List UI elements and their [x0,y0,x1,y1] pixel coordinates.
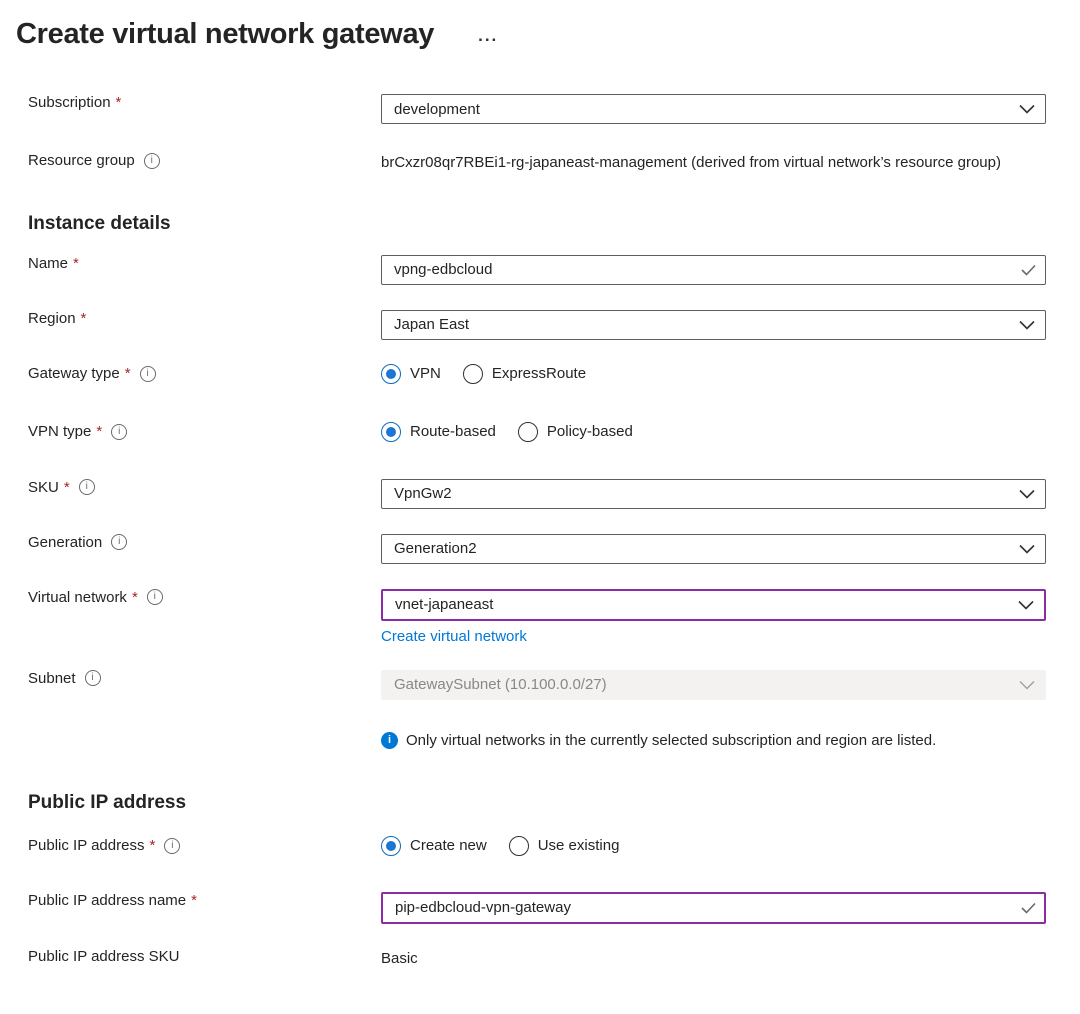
public-ip-row: Public IP address * i Create new Use exi… [28,832,1046,860]
info-icon[interactable]: i [139,365,156,382]
virtual-network-select[interactable]: vnet-japaneast [381,588,1046,621]
sku-row: SKU * i VpnGw2 [28,478,1046,509]
info-icon[interactable]: i [78,479,95,495]
public-ip-name-row: Public IP address name * [28,891,1046,924]
more-actions-button[interactable]: ... [474,16,502,56]
subscription-label: Subscription * [28,94,122,111]
region-value: Japan East [394,316,470,333]
valid-check-icon [1021,902,1036,914]
generation-row: Generation i Generation2 [28,533,1046,564]
virtual-network-label: Virtual network * i [28,589,381,606]
generation-select[interactable]: Generation2 [381,533,1046,564]
resource-group-value: brCxzr08qr7RBEi1-rg-japaneast-management… [381,154,1001,171]
public-ip-sku-row: Public IP address SKU Basic [28,948,1046,970]
info-icon[interactable]: i [164,837,181,854]
required-marker: * [115,94,122,111]
create-vnet-gateway-page: Create virtual network gateway ... Subsc… [16,14,1046,970]
sku-select[interactable]: VpnGw2 [381,478,1046,509]
public-ip-sku-label: Public IP address SKU [28,947,180,965]
chevron-down-icon [1019,320,1035,330]
required-marker: * [124,364,131,382]
info-icon[interactable]: i [84,670,101,686]
vpn-type-option-policy-based[interactable]: Policy-based [517,421,633,442]
subscription-select[interactable]: development [381,94,1046,124]
public-ip-heading: Public IP address [28,791,187,813]
subscription-row: Subscription * development [28,94,1046,124]
vpn-type-label: VPN type * i [28,418,381,446]
info-filled-icon: i [381,731,398,749]
subnet-select: GatewaySubnet (10.100.0.0/27) [381,669,1046,700]
create-virtual-network-link[interactable]: Create virtual network [381,627,527,645]
sku-label: SKU * i [28,479,381,496]
info-note-row: i Only virtual networks in the currently… [28,730,1046,752]
info-icon[interactable]: i [111,534,128,550]
public-ip-label: Public IP address * i [28,832,381,860]
required-marker: * [149,836,156,854]
sku-value: VpnGw2 [394,485,452,502]
gateway-type-radio-group: VPN ExpressRoute [381,360,1046,388]
radio-unselected-icon [517,421,538,442]
radio-selected-icon [381,421,401,442]
info-icon[interactable]: i [111,423,128,440]
radio-selected-icon [381,363,401,384]
required-marker: * [191,891,197,909]
public-ip-sku-value: Basic [381,949,418,967]
chevron-down-icon [1019,489,1035,499]
region-label: Region * [28,309,87,327]
public-ip-name-input[interactable] [381,891,1046,924]
info-icon[interactable]: i [146,589,163,605]
public-ip-name-label: Public IP address name * [28,891,197,909]
info-note-text: Only virtual networks in the currently s… [406,731,937,749]
chevron-down-icon [1019,544,1035,554]
required-marker: * [73,254,79,272]
chevron-down-icon [1018,600,1034,610]
resource-group-label: Resource group i [28,152,381,169]
generation-label: Generation i [28,534,381,551]
resource-group-row: Resource group i brCxzr08qr7RBEi1-rg-jap… [28,152,1046,174]
required-marker: * [96,422,103,440]
required-marker: * [80,309,87,327]
radio-selected-icon [381,835,401,856]
name-input[interactable] [381,254,1046,285]
virtual-network-row: Virtual network * i vnet-japaneast Creat… [28,588,1046,647]
valid-check-icon [1021,264,1036,276]
name-label: Name * [28,254,79,272]
subnet-row: Subnet i GatewaySubnet (10.100.0.0/27) [28,669,1046,700]
radio-unselected-icon [508,835,529,856]
vpn-type-radio-group: Route-based Policy-based [381,418,1046,446]
gateway-type-option-vpn[interactable]: VPN [381,363,441,384]
vpn-type-option-route-based[interactable]: Route-based [381,421,496,442]
vpn-type-row: VPN type * i Route-based Policy-based [28,418,1046,446]
required-marker: * [63,478,70,496]
gateway-type-label: Gateway type * i [28,360,381,388]
radio-unselected-icon [462,363,483,384]
instance-details-heading: Instance details [28,212,171,234]
page-title: Create virtual network gateway [16,18,435,50]
required-marker: * [131,588,138,606]
gateway-type-option-expressroute[interactable]: ExpressRoute [462,363,586,384]
public-ip-radio-group: Create new Use existing [381,832,1046,860]
name-row: Name * [28,254,1046,285]
header: Create virtual network gateway ... [16,14,1046,56]
info-icon[interactable]: i [143,152,160,169]
subnet-label: Subnet i [28,670,381,687]
generation-value: Generation2 [394,540,477,557]
public-ip-option-use-existing[interactable]: Use existing [508,835,619,856]
gateway-type-row: Gateway type * i VPN ExpressRoute [28,360,1046,388]
chevron-down-icon [1019,104,1035,114]
virtual-network-value: vnet-japaneast [395,596,494,613]
subscription-value: development [394,100,480,118]
public-ip-option-create-new[interactable]: Create new [381,835,487,856]
subnet-value: GatewaySubnet (10.100.0.0/27) [394,676,607,693]
region-row: Region * Japan East [28,309,1046,340]
region-select[interactable]: Japan East [381,309,1046,340]
chevron-down-icon [1019,680,1035,690]
info-note: i Only virtual networks in the currently… [381,730,1046,752]
